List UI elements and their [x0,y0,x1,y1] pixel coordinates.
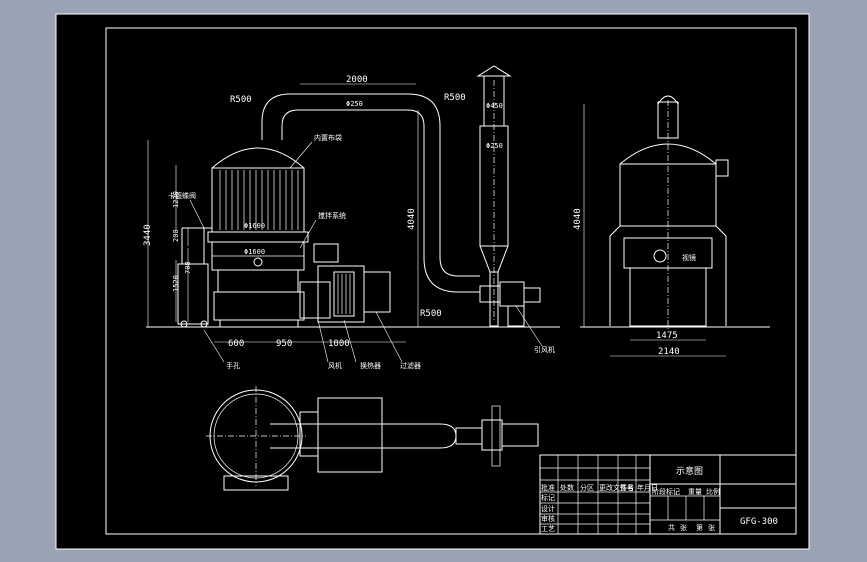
dim-height-upper: 1220 [172,191,180,208]
sheet-cell-1: 张 [680,523,687,532]
dim-vessel-b: Φ1600 [244,248,265,256]
row-label-0: 标记 [541,493,555,502]
heater-fan-unit [299,243,391,323]
dim-height-total: 3440 [143,224,153,246]
header-cell-1: 分区 [580,483,594,492]
plan-view [206,386,539,491]
stage-cell-0: 阶段标记 [652,487,680,496]
stage-cell-2: 比例 [706,487,720,496]
dim-right-outer: 2140 [658,347,680,357]
dim-right-height: 4040 [573,208,583,230]
dim-chimney-top: Φ450 [486,102,503,110]
dim-duct-dia: Φ250 [346,100,363,108]
callout-fan: 风机 [328,361,342,370]
dim-bend-right: R500 [444,93,466,103]
callout-leaders [189,141,543,363]
dim-height-low: 1520 [172,275,180,292]
callout-filter-bag: 内置布袋 [314,133,342,142]
front-view [146,65,560,363]
row-label-4: 批准 [541,483,555,492]
callout-manhole: 手孔 [226,361,240,370]
stage-cell-1: 重量 [688,488,702,496]
sheet-cell-3: 张 [708,523,715,532]
callout-filter: 过滤器 [400,361,421,370]
title-block [539,454,797,535]
header-cell-4: 年月日 [637,483,658,492]
header-cell-3: 签名 [620,483,634,492]
side-view [580,95,770,357]
header-cell-2: 更改文件号 [599,483,634,492]
chimney-cyclone [476,65,541,327]
dim-height-base: 708 [184,261,192,274]
dim-top-span: 2000 [346,75,368,85]
row-label-2: 审核 [541,514,555,523]
dim-right-inner: 1475 [656,331,678,341]
callout-heater: 换热器 [360,361,381,370]
sheet-inner-border [105,27,797,535]
dryer-vessel [207,147,309,327]
row-label-3: 工艺 [541,525,555,533]
row-label-1: 设计 [541,504,555,513]
header-cell-0: 处数 [560,483,574,492]
dim-vessel-a: Φ1600 [244,222,265,230]
dim-bend-left: R500 [230,95,252,105]
dim-bend-low: R500 [420,309,442,319]
sheet-cell-2: 第 [696,523,703,532]
top-duct [261,93,480,293]
callout-cyclone-fan: 引风机 [534,345,555,354]
front-dimensions [147,83,419,343]
dim-chimney: Φ250 [486,142,503,150]
manhole-assembly [177,227,212,328]
callout-sight: 视镜 [682,253,696,262]
dim-base-1000: 1000 [328,339,350,349]
dim-base-600: 600 [228,339,244,349]
dim-height-mid: 200 [172,229,180,242]
title-drawing-no: GFG-300 [740,517,778,527]
sheet-cell-0: 共 [668,523,675,532]
callout-rotor: 搅拌系统 [318,211,346,220]
title-name: 示意图 [676,465,703,477]
dim-duct-height: 4040 [407,208,417,230]
callout-valve: 卡箍蝶阀 [168,191,196,200]
dim-base-950: 950 [276,339,292,349]
